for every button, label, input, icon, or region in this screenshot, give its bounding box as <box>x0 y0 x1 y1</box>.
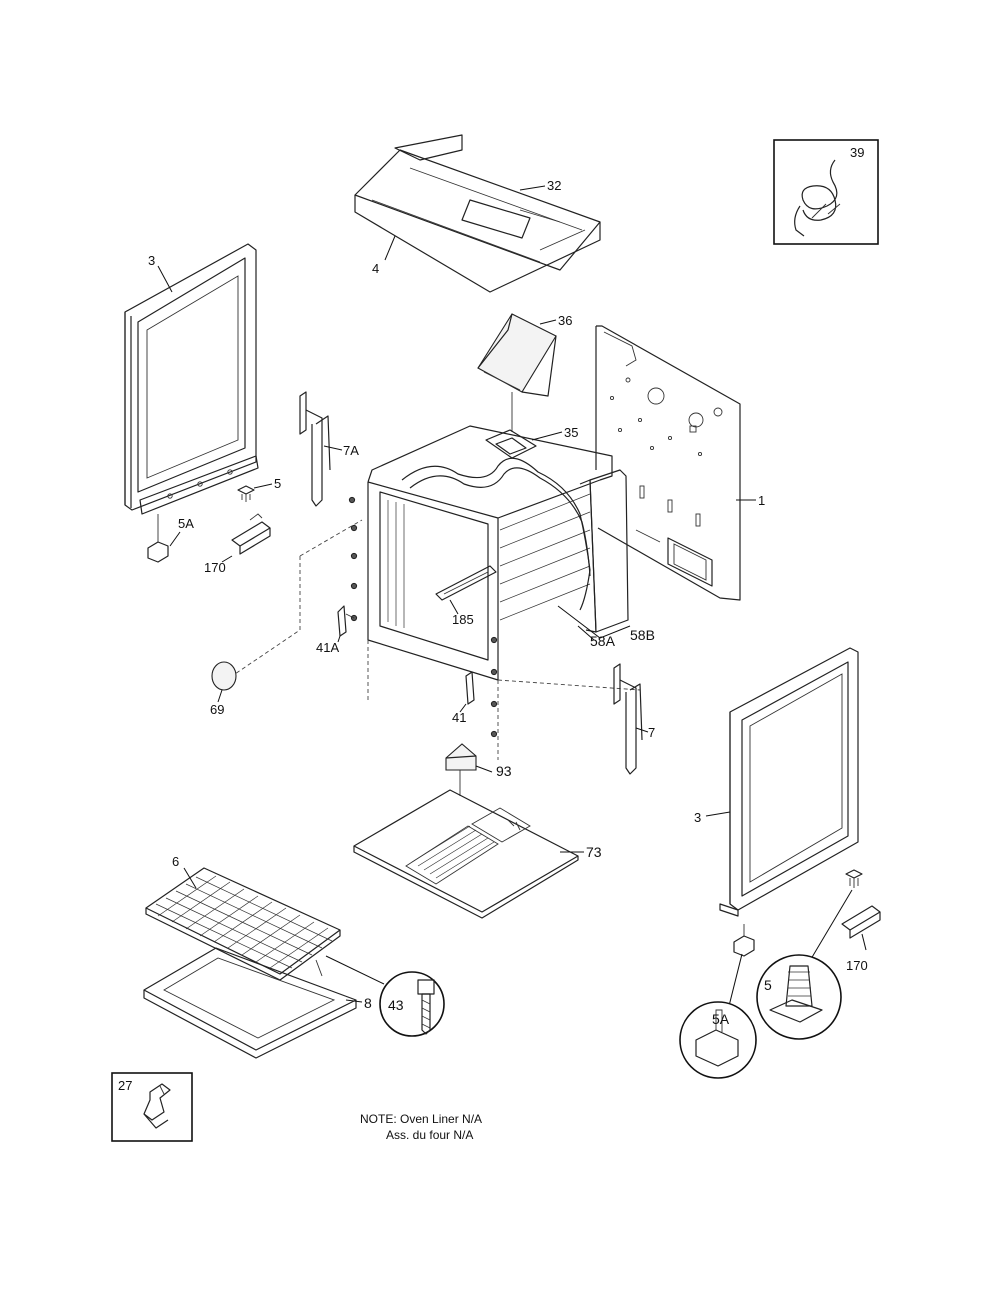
callout-27: 27 <box>118 1078 132 1093</box>
callout-6: 6 <box>172 854 179 869</box>
note-line-1: NOTE: Oven Liner N/A <box>360 1112 483 1126</box>
callout-93: 93 <box>496 763 512 779</box>
part-leveler-right: 170 <box>727 869 881 1011</box>
part-oven-body: 35 58A 58B <box>231 425 655 760</box>
callout-41: 41 <box>452 710 466 725</box>
callout-3-right: 3 <box>694 810 701 825</box>
callout-170-right: 170 <box>846 958 868 973</box>
callout-1: 1 <box>758 493 765 508</box>
callout-170-left: 170 <box>204 560 226 575</box>
callout-7A: 7A <box>343 443 359 458</box>
part-oven-bottom-73: 73 <box>353 789 602 919</box>
detail-circle-5: 5 <box>756 954 842 1040</box>
callout-7: 7 <box>648 725 655 740</box>
note-line-2: Ass. du four N/A <box>386 1128 474 1142</box>
callout-41A: 41A <box>316 640 339 655</box>
callout-58A: 58A <box>590 633 616 649</box>
callout-185: 185 <box>452 612 474 627</box>
callout-58B: 58B <box>630 627 655 643</box>
callout-32: 32 <box>547 178 561 193</box>
part-leg-left: 5A <box>147 514 194 563</box>
part-clip-41A: 41A <box>316 605 355 655</box>
callout-8: 8 <box>364 995 372 1011</box>
callout-73: 73 <box>586 844 602 860</box>
part-top-frame: 32 4 <box>354 134 601 293</box>
callout-36: 36 <box>558 313 572 328</box>
callout-39: 39 <box>850 145 864 160</box>
inset-power-cord: 39 <box>773 139 879 245</box>
part-clip-41: 41 <box>452 671 475 725</box>
part-leveler-left: 5 <box>237 476 281 502</box>
part-bracket-left: 170 <box>204 513 271 575</box>
part-vent-93: 93 <box>445 743 512 796</box>
part-side-panel-left: 3 <box>124 243 259 515</box>
callout-69: 69 <box>210 702 224 717</box>
callout-35: 35 <box>564 425 578 440</box>
callout-5-detail: 5 <box>764 977 772 993</box>
part-plug-69: 69 <box>210 661 237 717</box>
callout-43: 43 <box>388 997 404 1013</box>
callout-5-left: 5 <box>274 476 281 491</box>
inset-part-27: 27 <box>111 1072 193 1142</box>
part-back-panel: 1 <box>595 325 765 601</box>
callout-5A-detail: 5A <box>712 1011 730 1027</box>
part-side-panel-right: 3 <box>694 647 859 917</box>
part-oven-rack-6: 6 <box>145 854 341 981</box>
detail-circle-43: 43 <box>325 955 445 1037</box>
part-hinge-7: 7 <box>613 663 655 775</box>
callout-4: 4 <box>372 261 379 276</box>
detail-circle-5A: 5A <box>679 1001 757 1079</box>
callout-3-left: 3 <box>148 253 155 268</box>
part-cover-36: 36 <box>477 313 572 432</box>
part-hinge-7A: 7A <box>299 391 359 507</box>
callout-5A-left: 5A <box>178 516 194 531</box>
part-drawer-8: 8 <box>143 947 372 1059</box>
part-rack-guide-185: 185 <box>435 565 497 627</box>
